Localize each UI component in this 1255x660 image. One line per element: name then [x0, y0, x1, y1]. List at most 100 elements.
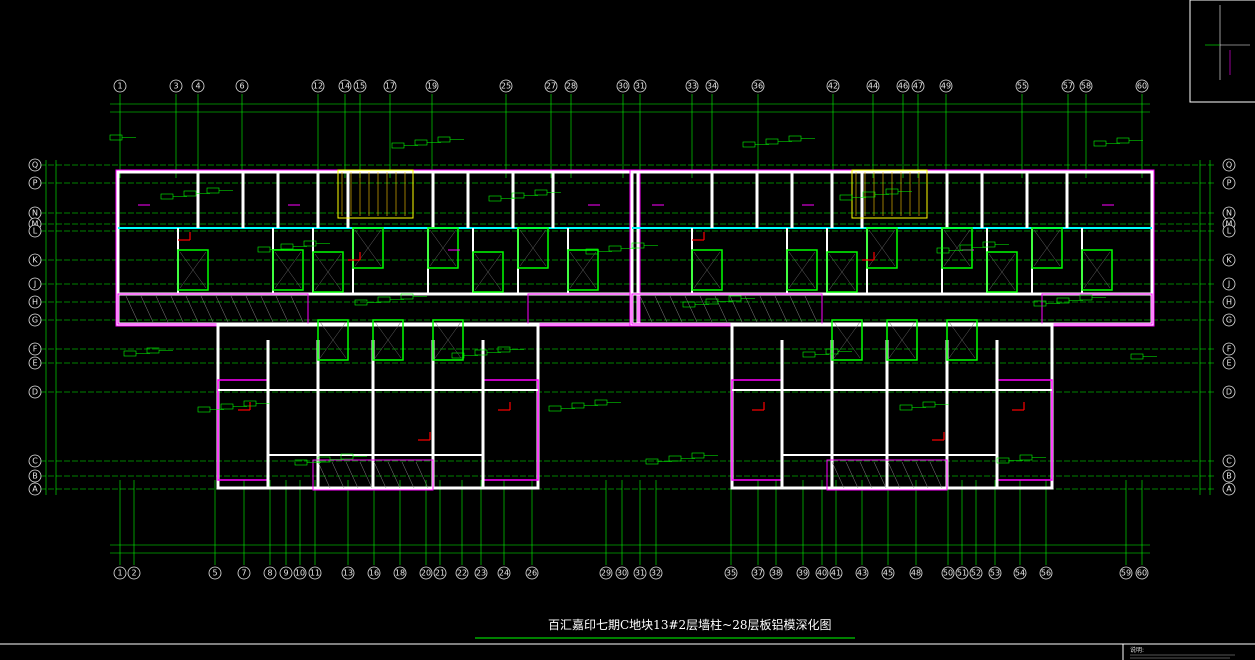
label-tag — [123, 350, 137, 357]
hatch-line — [888, 321, 916, 359]
hatch-line — [948, 321, 976, 359]
axis-bubble-right: Q — [1226, 161, 1232, 170]
axis-bubble-top: 55 — [1017, 82, 1027, 91]
column-box — [372, 319, 404, 361]
axis-bubble-top-circle — [1135, 79, 1149, 93]
axis-bubble-bottom-circle — [796, 566, 810, 580]
hatch-line — [319, 321, 347, 359]
axis-bubble-bottom: 50 — [943, 569, 953, 578]
hatch-line — [943, 229, 971, 267]
axis-bubble-right: D — [1226, 388, 1232, 397]
hatch-line — [317, 461, 331, 489]
axis-bubble-right-circle — [1222, 313, 1236, 327]
balcony-strip — [117, 293, 309, 325]
axis-bubble-right-circle — [1222, 295, 1236, 309]
axis-bubble-bottom-circle — [615, 566, 629, 580]
axis-bubble-bottom: 21 — [435, 569, 445, 578]
label-tag — [280, 243, 294, 250]
label-tag — [257, 246, 271, 253]
stair-box — [337, 169, 414, 219]
hatch-line — [789, 295, 803, 323]
axis-bubble-bottom: 7 — [241, 569, 246, 578]
column-box — [352, 227, 384, 269]
axis-bubble-top-circle — [191, 79, 205, 93]
label-tag — [668, 455, 682, 462]
axis-bubble-top: 31 — [635, 82, 645, 91]
axis-bubble-top-circle — [896, 79, 910, 93]
column-box — [567, 249, 599, 291]
label-tag — [437, 136, 451, 143]
column-box — [946, 319, 978, 361]
axis-bubble-bottom: 60 — [1137, 569, 1147, 578]
hatch-line — [230, 295, 244, 323]
label-tag — [728, 295, 742, 302]
axis-bubble-bottom: 30 — [617, 569, 627, 578]
balcony-strip — [1041, 293, 1153, 325]
axis-bubble-top-circle — [633, 79, 647, 93]
axis-bubble-bottom: 10 — [295, 569, 305, 578]
hatch-line — [125, 295, 139, 323]
bay-window — [996, 379, 1053, 481]
axis-bubble-bottom-circle — [1013, 566, 1027, 580]
axis-bubble-bottom-circle — [909, 566, 923, 580]
axis-bubble-bottom: 32 — [651, 569, 661, 578]
axis-bubble-bottom-circle — [724, 566, 738, 580]
axis-bubble-bottom-circle — [367, 566, 381, 580]
hatch-line — [1033, 229, 1061, 267]
label-tag — [1093, 140, 1107, 147]
axis-bubble-left: M — [32, 220, 39, 229]
column-box — [691, 249, 723, 291]
axis-bubble-right-circle — [1222, 253, 1236, 267]
axis-bubble-bottom: 38 — [771, 569, 781, 578]
axis-bubble-bottom: 41 — [831, 569, 841, 578]
hatch-line — [429, 229, 457, 267]
axis-bubble-bottom: 11 — [310, 569, 320, 578]
axis-bubble-top-circle — [338, 79, 352, 93]
label-tag — [1116, 137, 1130, 144]
axis-bubble-left-circle — [28, 482, 42, 496]
axis-bubble-bottom-circle — [293, 566, 307, 580]
label-tag — [1130, 353, 1144, 360]
axis-bubble-right-circle — [1222, 158, 1236, 172]
hatch-line — [140, 295, 154, 323]
axis-bubble-bottom: 37 — [753, 569, 763, 578]
axis-bubble-top-circle — [311, 79, 325, 93]
axis-bubble-bottom-circle — [455, 566, 469, 580]
hatch-line — [401, 461, 415, 489]
hatch-line — [693, 251, 721, 289]
axis-bubble-right: K — [1226, 256, 1232, 265]
axis-bubble-left: C — [32, 457, 38, 466]
column-box — [1081, 249, 1113, 291]
hatch-line — [373, 461, 387, 489]
axis-bubble-bottom: 2 — [131, 569, 136, 578]
label-tag — [354, 299, 368, 306]
hatch-line — [744, 295, 758, 323]
axis-bubble-left-circle — [28, 295, 42, 309]
axis-bubble-top: 60 — [1137, 82, 1147, 91]
axis-bubble-bottom-circle — [393, 566, 407, 580]
label-tag — [1079, 294, 1093, 301]
axis-bubble-left: F — [33, 345, 38, 354]
axis-bubble-top-circle — [383, 79, 397, 93]
hatch-line — [699, 295, 713, 323]
axis-bubble-bottom-circle — [525, 566, 539, 580]
axis-bubble-top-circle — [1061, 79, 1075, 93]
column-box — [317, 319, 349, 361]
axis-bubble-bottom: 20 — [421, 569, 431, 578]
axis-bubble-top: 44 — [868, 82, 878, 91]
column-box — [786, 249, 818, 291]
axis-bubble-bottom-circle — [988, 566, 1002, 580]
column-box — [472, 251, 504, 293]
column-box — [986, 251, 1018, 293]
hatch-line — [155, 295, 169, 323]
axis-bubble-bottom: 9 — [283, 569, 288, 578]
hatch-line — [684, 295, 698, 323]
notes-lines — [1130, 654, 1235, 659]
hatch-line — [833, 321, 861, 359]
axis-bubble-bottom-circle — [1039, 566, 1053, 580]
hatch-line — [828, 253, 856, 291]
axis-bubble-right: C — [1226, 457, 1232, 466]
label-tag — [594, 399, 608, 406]
axis-bubble-top-circle — [705, 79, 719, 93]
